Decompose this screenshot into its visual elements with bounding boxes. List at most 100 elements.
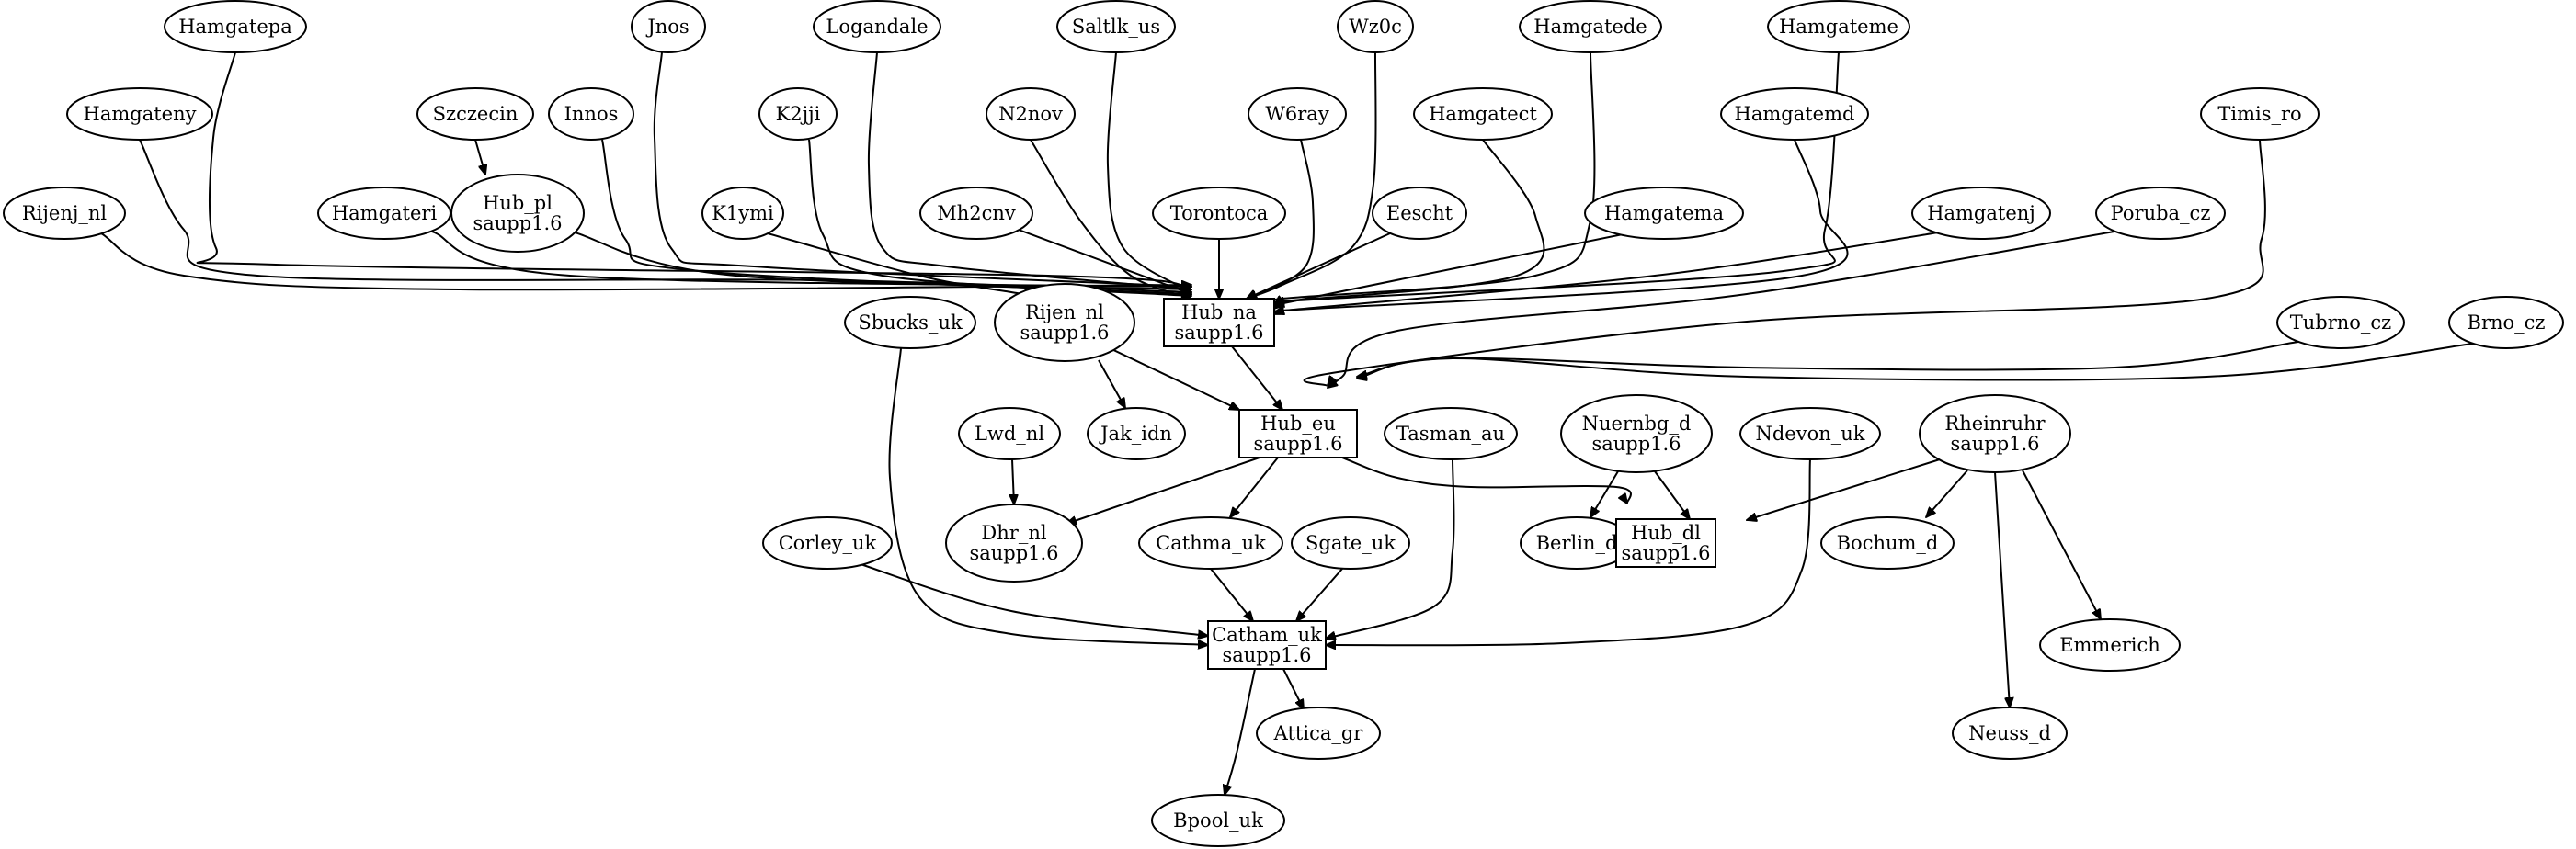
node-label: N2nov bbox=[998, 103, 1063, 125]
node-bpool-uk: Bpool_uk bbox=[1151, 794, 1285, 847]
edge-sgate-uk-to-catham-uk bbox=[1296, 568, 1343, 621]
node-label: Timis_ro bbox=[2217, 103, 2301, 125]
node-label: Sgate_uk bbox=[1305, 532, 1396, 554]
node-sublabel: saupp1.6 bbox=[1020, 322, 1109, 344]
node-rijenj-nl: Rijenj_nl bbox=[3, 187, 126, 240]
node-label: Lwd_nl bbox=[975, 423, 1044, 445]
node-sgate-uk: Sgate_uk bbox=[1291, 516, 1410, 570]
edge-hub-eu-to-hub-dl bbox=[1341, 457, 1632, 504]
node-shape bbox=[701, 187, 784, 240]
edge-timis-ro-to-hub-eu bbox=[1303, 139, 2266, 386]
edge-hamgateny-to-hub-na bbox=[139, 139, 1191, 292]
edge-jnos-to-hub-na bbox=[653, 51, 1191, 287]
node-shape bbox=[986, 87, 1076, 141]
node-shape bbox=[1248, 87, 1347, 141]
edge-poruba-cz-to-hub-eu bbox=[1328, 231, 2115, 388]
node-label: Catham_uk bbox=[1212, 624, 1322, 646]
edge-hub-pl-to-hub-na bbox=[574, 232, 1191, 289]
node-label: Hamgatenj bbox=[1927, 202, 2035, 224]
node-ndevon-uk: Ndevon_uk bbox=[1739, 407, 1881, 460]
node-shape bbox=[844, 296, 976, 349]
edge-szczecin-to-hub-pl bbox=[474, 139, 485, 175]
node-shape bbox=[945, 504, 1083, 583]
node-hamgateny: Hamgateny bbox=[66, 87, 213, 141]
node-label: Attica_gr bbox=[1273, 722, 1364, 744]
node-shape bbox=[1087, 407, 1186, 460]
node-shape bbox=[1138, 516, 1283, 570]
node-hamgatede: Hamgatede bbox=[1519, 0, 1662, 53]
node-label: Hub_eu bbox=[1260, 413, 1336, 435]
node-lwd-nl: Lwd_nl bbox=[958, 407, 1061, 460]
node-shape bbox=[66, 87, 213, 141]
node-hamgatepa: Hamgatepa bbox=[164, 0, 307, 53]
node-shape bbox=[762, 516, 893, 570]
node-label: Bochum_d bbox=[1837, 532, 1939, 554]
node-label: W6ray bbox=[1265, 103, 1329, 125]
node-shape bbox=[1256, 707, 1381, 760]
node-label: Hamgatepa bbox=[178, 16, 292, 38]
edge-sbucks-uk-to-catham-uk bbox=[888, 347, 1208, 645]
node-shape bbox=[2448, 296, 2564, 349]
edge-catham-uk-to-bpool-uk bbox=[1225, 668, 1256, 795]
node-corley-uk: Corley_uk bbox=[762, 516, 893, 570]
edge-hub-na-to-hub-eu bbox=[1231, 345, 1282, 410]
node-label: Szczecin bbox=[433, 103, 519, 125]
node-label: Torontoca bbox=[1170, 202, 1269, 224]
node-hamgatemd: Hamgatemd bbox=[1720, 87, 1869, 141]
node-label: K1ymi bbox=[712, 202, 774, 224]
node-label: Neuss_d bbox=[1968, 722, 2051, 744]
node-label: Jak_idn bbox=[1099, 423, 1172, 445]
node-bochum-d: Bochum_d bbox=[1820, 516, 1955, 570]
node-logandale: Logandale bbox=[813, 0, 941, 53]
node-tasman-au: Tasman_au bbox=[1384, 407, 1518, 460]
node-label: Hub_pl bbox=[483, 192, 553, 214]
node-sublabel: saupp1.6 bbox=[1621, 542, 1710, 564]
edge-rijenj-nl-to-hub-na bbox=[100, 232, 1191, 291]
edge-hub-eu-to-cathma-uk bbox=[1230, 457, 1279, 517]
node-label: Corley_uk bbox=[779, 532, 877, 554]
node-label: Hub_dl bbox=[1631, 522, 1701, 544]
node-k1ymi: K1ymi bbox=[701, 187, 784, 240]
node-label: Mh2cnv bbox=[937, 202, 1016, 224]
node-label: Wz0c bbox=[1349, 16, 1402, 38]
node-shape bbox=[1151, 794, 1285, 847]
node-shape bbox=[1372, 187, 1467, 240]
node-shape bbox=[3, 187, 126, 240]
node-label: Jnos bbox=[645, 16, 689, 38]
node-shape bbox=[958, 407, 1061, 460]
edge-innos-to-hub-na bbox=[601, 139, 1191, 294]
node-label: Tasman_au bbox=[1396, 423, 1505, 445]
edge-wz0c-to-hub-na bbox=[1247, 51, 1377, 299]
node-label: Berlin_d bbox=[1536, 532, 1618, 554]
node-label: Rheinruhr bbox=[1944, 413, 2046, 435]
node-sublabel: saupp1.6 bbox=[1222, 644, 1311, 666]
node-label: Rijen_nl bbox=[1025, 301, 1104, 323]
node-label: Emmerich bbox=[2059, 634, 2160, 656]
edge-rijen-nl-to-hub-eu bbox=[1107, 346, 1239, 410]
edge-lwd-nl-to-dhr-nl bbox=[1012, 458, 1014, 504]
node-shape bbox=[1238, 409, 1358, 458]
node-sublabel: saupp1.6 bbox=[969, 542, 1058, 564]
node-shape bbox=[2039, 618, 2181, 672]
node-poruba-cz: Poruba_cz bbox=[2095, 187, 2226, 240]
node-berlin-d: Berlin_d bbox=[1520, 516, 1634, 570]
edge-eescht-to-hub-na bbox=[1247, 232, 1391, 299]
node-label: Hamgateri bbox=[332, 202, 438, 224]
node-shape bbox=[1615, 518, 1716, 568]
node-shape bbox=[919, 187, 1033, 240]
edge-saltlk-us-to-hub-na bbox=[1106, 51, 1191, 292]
node-timis-ro: Timis_ro bbox=[2200, 87, 2320, 141]
node-cathma-uk: Cathma_uk bbox=[1138, 516, 1283, 570]
node-k2jji: K2jji bbox=[758, 87, 838, 141]
node-mh2cnv: Mh2cnv bbox=[919, 187, 1033, 240]
edge-nuernbg-d-to-berlin-d bbox=[1590, 470, 1619, 517]
node-innos: Innos bbox=[548, 87, 634, 141]
node-sublabel: saupp1.6 bbox=[473, 212, 562, 234]
edge-mh2cnv-to-hub-na bbox=[1018, 229, 1191, 294]
node-label: Nuernbg_d bbox=[1582, 413, 1692, 435]
node-emmerich: Emmerich bbox=[2039, 618, 2181, 672]
